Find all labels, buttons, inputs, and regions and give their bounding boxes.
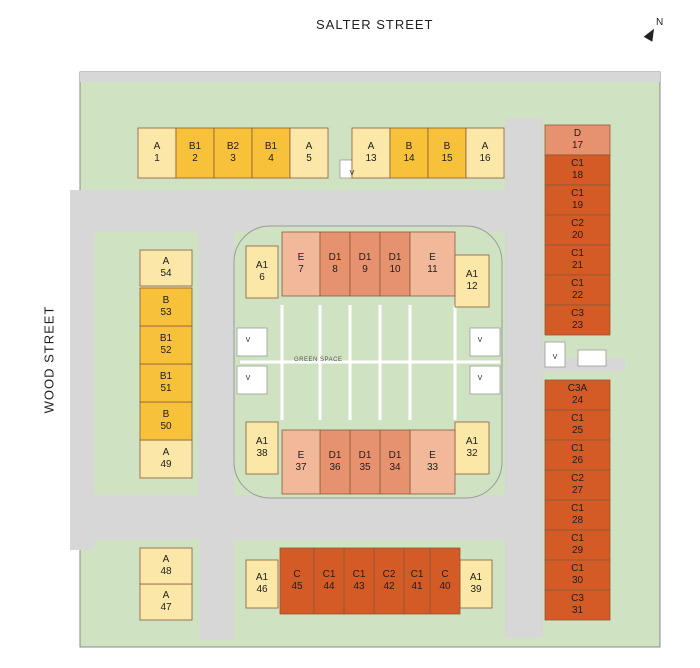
unit-51-shape[interactable]: [139, 363, 193, 403]
unit-3-shape[interactable]: [213, 127, 253, 179]
unit-20-shape[interactable]: [544, 214, 611, 246]
unit-13-shape[interactable]: [351, 127, 391, 179]
unit-18-shape[interactable]: [544, 154, 611, 186]
north-letter: N: [656, 17, 664, 28]
unit-11-shape[interactable]: [409, 231, 456, 297]
unit-37-shape[interactable]: [281, 429, 321, 495]
unit-24-shape[interactable]: [544, 379, 611, 411]
units-layer: [137, 124, 611, 621]
unit-6-shape[interactable]: [245, 245, 279, 299]
unit-36-shape[interactable]: [319, 429, 351, 495]
unit-17-shape[interactable]: [544, 124, 611, 156]
unit-9-shape[interactable]: [349, 231, 381, 297]
unit-32-shape[interactable]: [454, 421, 490, 475]
unit-48-shape[interactable]: [139, 547, 193, 585]
green-space-paths: [240, 305, 500, 420]
unit-33-shape[interactable]: [409, 429, 456, 495]
unit-42-shape[interactable]: [373, 547, 405, 615]
unit-10-shape[interactable]: [379, 231, 411, 297]
unit-22-shape[interactable]: [544, 274, 611, 306]
unit-30-shape[interactable]: [544, 559, 611, 591]
unit-50-shape[interactable]: [139, 401, 193, 441]
unit-54-shape[interactable]: [139, 249, 193, 287]
unit-46-shape[interactable]: [245, 559, 279, 609]
unit-23-shape[interactable]: [544, 304, 611, 336]
unit-19-shape[interactable]: [544, 184, 611, 216]
road-east-vertical: [505, 118, 543, 638]
unit-43-shape[interactable]: [343, 547, 375, 615]
unit-27-shape[interactable]: [544, 469, 611, 501]
road-south: [70, 495, 540, 540]
road-west-vertical: [70, 190, 94, 550]
unit-49-shape[interactable]: [139, 439, 193, 479]
unit-44-shape[interactable]: [313, 547, 345, 615]
street-label-salter: SALTER STREET: [316, 17, 434, 32]
unit-29-shape[interactable]: [544, 529, 611, 561]
green-space-label: GREEN SPACE: [294, 357, 343, 363]
unit-15-shape[interactable]: [427, 127, 467, 179]
unit-8-shape[interactable]: [319, 231, 351, 297]
road-network: [70, 72, 660, 640]
unit-35-shape[interactable]: [349, 429, 381, 495]
unit-7-shape[interactable]: [281, 231, 321, 297]
unit-4-shape[interactable]: [251, 127, 291, 179]
unit-31-shape[interactable]: [544, 589, 611, 621]
parking-stalls: [236, 159, 607, 395]
north-arrow-icon: N: [643, 17, 666, 43]
unit-26-shape[interactable]: [544, 439, 611, 471]
unit-28-shape[interactable]: [544, 499, 611, 531]
unit-38-shape[interactable]: [245, 421, 279, 475]
unit-1-shape[interactable]: [137, 127, 177, 179]
unit-25-shape[interactable]: [544, 409, 611, 441]
unit-2-shape[interactable]: [175, 127, 215, 179]
unit-5-shape[interactable]: [289, 127, 329, 179]
north-arrow-shape: [643, 26, 659, 42]
unit-34-shape[interactable]: [379, 429, 411, 495]
unit-16-shape[interactable]: [465, 127, 505, 179]
unit-21-shape[interactable]: [544, 244, 611, 276]
unit-41-shape[interactable]: [403, 547, 431, 615]
road-north: [80, 72, 660, 82]
street-label-wood: WOOD STREET: [41, 305, 57, 414]
road-north-entry: [70, 190, 540, 232]
unit-14-shape[interactable]: [389, 127, 429, 179]
unit-12-shape[interactable]: [454, 254, 490, 308]
unit-53-shape[interactable]: [139, 287, 193, 327]
road-south-spur: [200, 540, 234, 640]
road-central-west: [198, 232, 234, 532]
unit-47-shape[interactable]: [139, 583, 193, 621]
unit-52-shape[interactable]: [139, 325, 193, 365]
unit-39-shape[interactable]: [459, 559, 493, 609]
unit-45-shape[interactable]: [279, 547, 315, 615]
unit-40-shape[interactable]: [429, 547, 461, 615]
